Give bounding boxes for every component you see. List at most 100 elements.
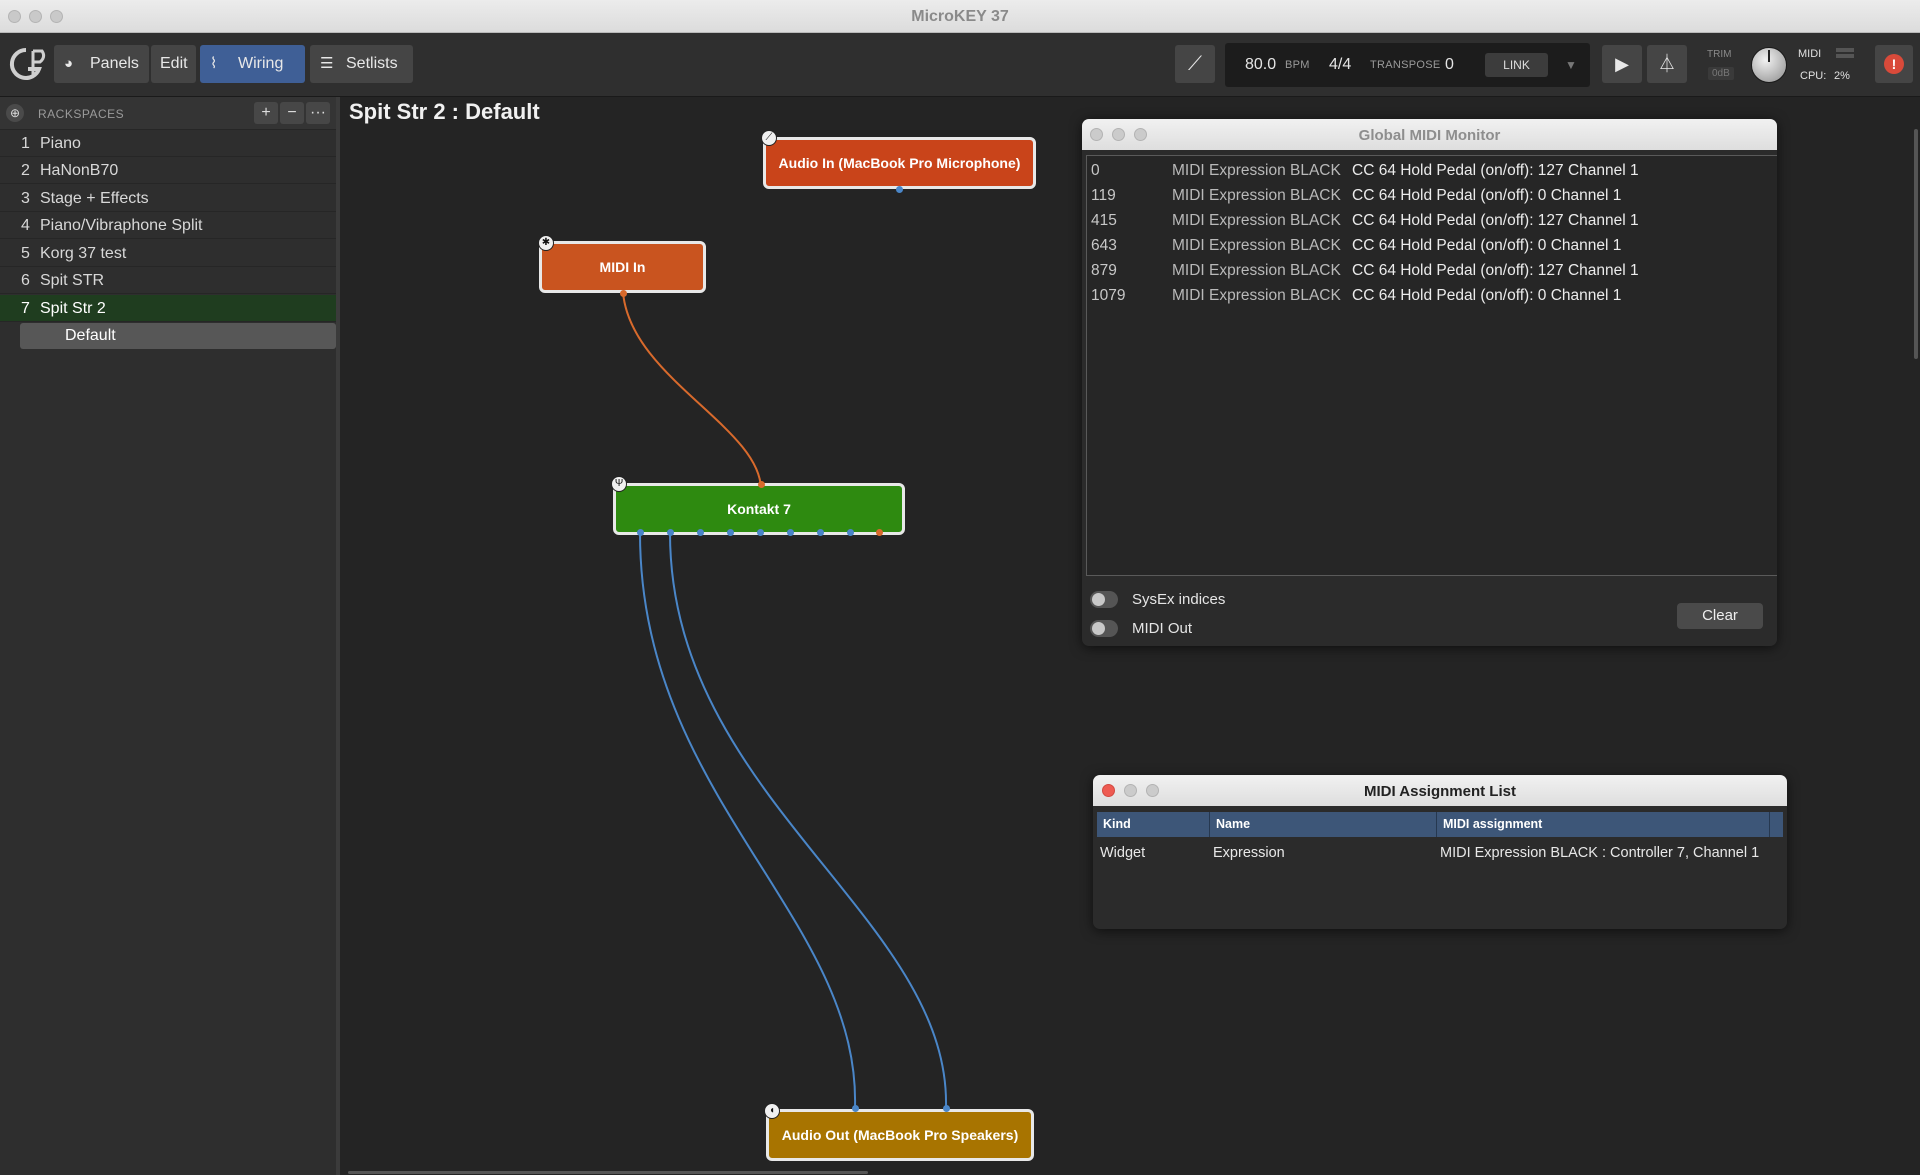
canvas-title: Spit Str 2 : Default [349,99,540,124]
bpm-unit: BPM [1285,59,1310,71]
master-volume-knob[interactable] [1751,47,1787,83]
midi-activity-indicator [1836,48,1854,58]
log-row: 0 MIDI Expression BLACK CC 64 Hold Pedal… [1091,162,1639,179]
midi-in-output-port[interactable] [620,290,627,297]
kontakt-output-port[interactable] [697,529,704,536]
audio-in-output-port[interactable] [896,186,903,193]
transport-dropdown-icon[interactable]: ▼ [1565,58,1577,72]
kontakt-plugin-icon[interactable]: Ψ [611,476,627,492]
time-signature[interactable]: 4/4 [1329,56,1352,73]
rackspace-item[interactable]: 6 Spit STR [0,267,336,294]
list-icon: ☰ [320,55,334,72]
kontakt-output-port[interactable] [667,529,674,536]
minimize-window-button[interactable] [29,10,42,23]
rackspace-more-button[interactable]: ··· [306,102,330,124]
midi-event-log[interactable]: 0 MIDI Expression BLACK CC 64 Hold Pedal… [1086,155,1777,576]
link-button[interactable]: LINK [1485,53,1548,77]
midi-in-node[interactable]: MIDI In [539,241,706,293]
midi-wire [622,291,762,490]
midi-in-plugin-icon[interactable]: ✱ [538,235,554,251]
remove-rackspace-button[interactable]: − [280,102,304,124]
assignment-list-title: MIDI Assignment List [1364,783,1516,800]
midi-monitor-window: Global MIDI Monitor 0 MIDI Expression BL… [1082,119,1777,646]
wiring-button[interactable]: ⌇ Wiring [200,45,305,83]
close-window-button[interactable] [8,10,21,23]
rackspace-item[interactable]: 4 Piano/Vibraphone Split [0,212,336,239]
transpose-value[interactable]: 0 [1445,56,1454,73]
setlists-button[interactable]: ☰ Setlists [310,45,413,83]
minimize-window-button[interactable] [1124,784,1137,797]
metronome-button[interactable]: ⏃ [1647,45,1687,83]
minimize-window-button[interactable] [1112,128,1125,141]
add-rackspace-button[interactable]: + [254,102,278,124]
globe-icon[interactable]: ⊕ [6,104,24,122]
play-button[interactable]: ▶ [1602,45,1642,83]
rackspace-item[interactable]: 1 Piano [0,130,336,157]
kontakt-output-port[interactable] [637,529,644,536]
window-title: MicroKEY 37 [911,8,1009,25]
zoom-window-button[interactable] [1146,784,1159,797]
panels-button[interactable]: ◕ Panels [54,45,149,83]
cpu-value: 2% [1834,70,1850,82]
audio-out-plugin-icon[interactable]: ◖ [764,1103,780,1119]
panels-icon: ◕ [64,55,74,72]
vertical-scrollbar[interactable] [1914,129,1918,359]
audio-wire-left [639,532,857,1108]
rackspace-item[interactable]: 3 Stage + Effects [0,185,336,212]
kontakt-output-port[interactable] [817,529,824,536]
audio-in-plugin-icon[interactable]: ⟋ [761,130,777,146]
app-logo-icon [6,45,46,83]
audio-wire-right [669,532,948,1108]
kontakt-midi-input-port[interactable] [758,481,765,488]
column-header-kind[interactable]: Kind [1097,812,1210,837]
tuner-button[interactable]: ⟋ [1175,45,1215,83]
assignment-titlebar: MIDI Assignment List [1093,775,1787,806]
edit-button[interactable]: Edit [151,45,196,83]
close-window-button[interactable] [1090,128,1103,141]
log-row: 879 MIDI Expression BLACK CC 64 Hold Ped… [1091,262,1639,279]
column-header-assignment[interactable]: MIDI assignment [1437,812,1770,837]
rackspaces-title: RACKSPACES [38,107,125,121]
column-header-name[interactable]: Name [1210,812,1437,837]
sysex-indices-label: SysEx indices [1132,591,1226,608]
kontakt-output-port[interactable] [727,529,734,536]
wiring-connections [622,291,948,1108]
close-window-button[interactable] [1102,784,1115,797]
rackspace-item[interactable]: 2 HaNonB70 [0,157,336,184]
warning-icon: ! [1884,54,1904,74]
kontakt-midi-output-port[interactable] [876,529,883,536]
wiring-icon: ⌇ [210,55,218,72]
audio-out-node[interactable]: Audio Out (MacBook Pro Speakers) [766,1109,1034,1161]
play-icon: ▶ [1615,54,1629,74]
kontakt-output-port[interactable] [757,529,764,536]
cpu-label: CPU: [1800,70,1827,82]
audio-out-input-port[interactable] [852,1105,859,1112]
horizontal-scrollbar[interactable] [348,1171,868,1174]
rackspace-sidebar: ⊕ RACKSPACES + − ··· 1 Piano 2 HaNonB70 … [0,97,340,1175]
midi-out-toggle[interactable] [1090,620,1118,637]
kontakt-output-port[interactable] [787,529,794,536]
audio-in-node[interactable]: Audio In (MacBook Pro Microphone) [763,137,1036,189]
midi-out-label: MIDI Out [1132,620,1193,637]
rackspace-item[interactable]: 5 Korg 37 test [0,240,336,267]
metronome-icon: ⏃ [1658,54,1676,74]
trim-value: 0dB [1708,67,1734,80]
midi-monitor-titlebar: Global MIDI Monitor [1082,119,1777,150]
transport-panel: 80.0 BPM 4/4 TRANSPOSE 0 LINK ▼ [1225,43,1590,87]
zoom-window-button[interactable] [1134,128,1147,141]
log-row: 415 MIDI Expression BLACK CC 64 Hold Ped… [1091,212,1639,229]
panic-button[interactable]: ! [1875,45,1913,83]
variation-item-selected[interactable]: Default [20,323,336,349]
kontakt-output-port[interactable] [847,529,854,536]
audio-out-input-port[interactable] [943,1105,950,1112]
log-row: 1079 MIDI Expression BLACK CC 64 Hold Pe… [1091,287,1622,304]
sysex-indices-toggle[interactable] [1090,591,1118,608]
rackspace-item-selected[interactable]: 7 Spit Str 2 [0,295,336,322]
title-bar: MicroKEY 37 [0,0,1920,33]
log-row: 119 MIDI Expression BLACK CC 64 Hold Ped… [1091,187,1622,204]
tuner-fork-icon: ⟋ [1188,53,1202,75]
clear-button[interactable]: Clear [1677,603,1763,629]
bpm-value[interactable]: 80.0 [1245,56,1277,73]
kontakt-node[interactable]: Kontakt 7 [613,483,905,535]
zoom-window-button[interactable] [50,10,63,23]
